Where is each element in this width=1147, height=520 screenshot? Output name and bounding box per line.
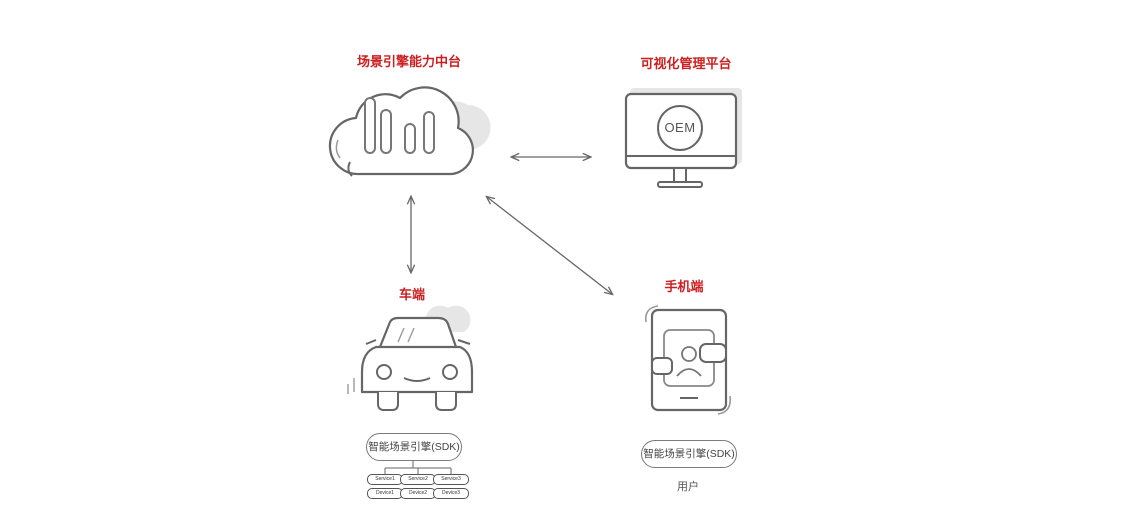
car-title: 车端 (398, 287, 426, 302)
monitor-icon (624, 88, 742, 188)
arrow-platform-mobile (487, 197, 612, 294)
phone-user-icon (644, 305, 732, 415)
mobile-caption: 用户 (677, 481, 699, 493)
device-pill-3: Device3 (433, 488, 469, 499)
car-sdk-box: 智能场景引擎(SDK) (366, 433, 462, 461)
mobile-sdk-box: 智能场景引擎(SDK) (641, 440, 737, 468)
platform-title: 场景引擎能力中台 (356, 54, 462, 69)
device-pill-2: Device2 (400, 488, 436, 499)
cloud-chart-icon (328, 86, 491, 177)
device-pill-1: Device1 (367, 488, 403, 499)
car-icon (347, 305, 474, 411)
management-title: 可视化管理平台 (640, 56, 732, 71)
mobile-title: 手机端 (664, 279, 704, 294)
sdk-tree-lines (384, 460, 452, 474)
service-pill-1: Service1 (367, 474, 403, 485)
double-arrow-icon (411, 157, 612, 294)
oem-label: OEM (664, 120, 696, 135)
service-pill-2: Service2 (400, 474, 436, 485)
service-pill-3: Service3 (433, 474, 469, 485)
